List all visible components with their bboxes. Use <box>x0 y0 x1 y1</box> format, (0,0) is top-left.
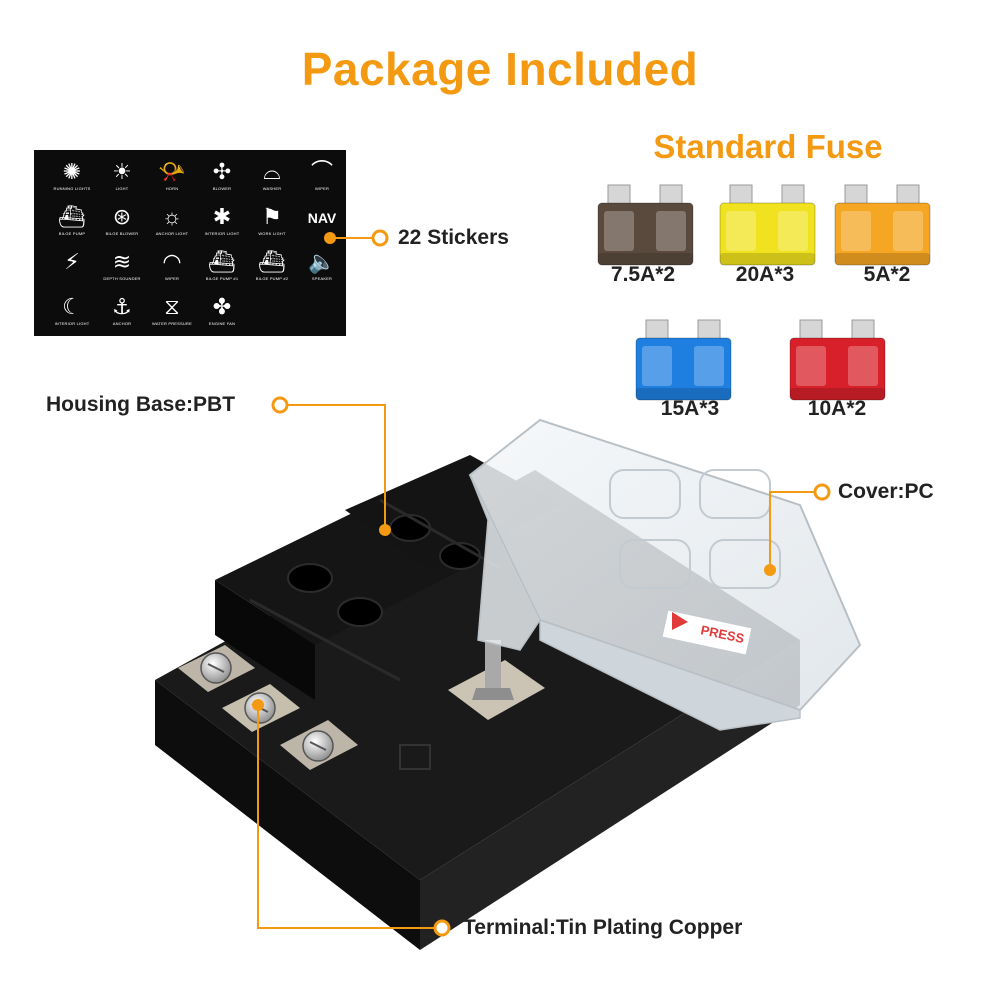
bilge-pump-1-icon: ⛴ <box>208 249 236 274</box>
light-icon: ☀ <box>112 159 132 184</box>
sticker-caption: WASHER <box>262 186 282 191</box>
sticker-bilge-pump-icon: ⛴ BILGE PUMP <box>46 204 98 237</box>
sticker-work-light-icon: ⚑ WORK LIGHT <box>246 204 298 237</box>
bilge-blower-icon: ⊛ <box>112 204 132 229</box>
sticker-caption: INTERIOR LIGHT <box>54 321 90 326</box>
sticker-water-pressure-icon: ⧖ WATER PRESSURE <box>146 294 198 327</box>
sticker-caption: BLOWER <box>212 186 232 191</box>
work-light-icon: ⚑ <box>262 204 282 229</box>
sticker-wiper-icon: ◠ WIPER <box>146 249 198 282</box>
running-lights-icon: ✺ <box>62 159 82 184</box>
antenna-icon: ⚡ <box>64 249 80 274</box>
sticker-caption: ENGINE FAN <box>208 321 236 326</box>
sticker-nav-icon: NAV <box>296 205 348 231</box>
fuse-10a-icon <box>789 319 886 401</box>
fuse-15a-icon <box>635 319 732 401</box>
fuse-label-10a: 10A*2 <box>807 397 867 420</box>
sticker-interior-light-icon: ☾ INTERIOR LIGHT <box>46 294 98 327</box>
sticker-caption: INTERIOR LIGHT <box>204 231 240 236</box>
sticker-caption: HORN <box>165 186 179 191</box>
interior-light-icon: ✱ <box>212 204 232 229</box>
washer-icon: ⌓ <box>263 159 281 184</box>
interior-light-icon: ☾ <box>62 294 82 319</box>
bilge-pump-icon: ⛴ <box>58 204 86 229</box>
fuse-label-7-5a: 7.5A*2 <box>610 263 676 286</box>
sticker-bilge-pump-2-icon: ⛴ BILGE PUMP #2 <box>246 249 298 282</box>
sticker-caption: SPEAKER <box>311 276 333 281</box>
sticker-caption: WIPER <box>164 276 180 281</box>
sticker-caption: WATER PRESSURE <box>152 321 192 326</box>
fuse-5a-icon <box>834 184 931 266</box>
sticker-antenna-icon: ⚡ <box>46 250 98 276</box>
sticker-wiper-icon: ⌒ WIPER <box>296 159 348 192</box>
fuse-20a-icon <box>719 184 816 266</box>
bilge-pump-2-icon: ⛴ <box>258 249 286 274</box>
callout-housing-base: Housing Base:PBT <box>46 393 236 416</box>
nav-icon: NAV <box>307 210 337 226</box>
sticker-engine-fan-icon: ✤ ENGINE FAN <box>196 294 248 327</box>
sticker-horn-icon: 📯 HORN <box>146 159 198 192</box>
fuse-set <box>597 184 931 401</box>
sticker-caption: BILGE BLOWER <box>105 231 139 236</box>
sticker-caption: WIPER <box>314 186 330 191</box>
engine-fan-icon: ✤ <box>212 294 232 319</box>
sticker-caption: ANCHOR <box>112 321 132 326</box>
depth-sounder-icon: ≋ <box>112 249 132 274</box>
wiper-icon: ⌒ <box>310 159 333 184</box>
page-title: Package Included <box>301 43 699 95</box>
callout-cover: Cover:PC <box>838 480 934 503</box>
callout-dots <box>252 229 831 937</box>
sticker-interior-light-icon: ✱ INTERIOR LIGHT <box>196 204 248 237</box>
sticker-caption: BILGE PUMP #2 <box>255 276 289 281</box>
sticker-caption: BILGE PUMP <box>58 231 86 236</box>
sticker-sheet: ✺ RUNNING LIGHTS ☀ LIGHT 📯 HORN ✣ BLOWER ⌓ WASHER… <box>34 150 346 336</box>
fuse-label-15a: 15A*3 <box>660 397 720 420</box>
fuse-7-5a-icon <box>597 184 694 266</box>
blower-icon: ✣ <box>212 159 232 184</box>
sticker-depth-sounder-icon: ≋ DEPTH SOUNDER <box>96 249 148 282</box>
anchor-icon: ⚓ <box>112 294 132 319</box>
sticker-caption: LIGHT <box>115 186 129 191</box>
callout-terminal: Terminal:Tin Plating Copper <box>463 916 743 939</box>
standard-fuse-heading: Standard Fuse <box>653 128 883 165</box>
sticker-caption: WORK LIGHT <box>258 231 286 236</box>
anchor-light-icon: ☼ <box>161 204 183 229</box>
sticker-running-lights-icon: ✺ RUNNING LIGHTS <box>46 159 98 192</box>
sticker-light-icon: ☀ LIGHT <box>96 159 148 192</box>
callout-lines <box>257 237 820 929</box>
sticker-anchor-light-icon: ☼ ANCHOR LIGHT <box>146 204 198 237</box>
sticker-anchor-icon: ⚓ ANCHOR <box>96 294 148 327</box>
sticker-washer-icon: ⌓ WASHER <box>246 159 298 192</box>
water-pressure-icon: ⧖ <box>164 294 180 319</box>
sticker-speaker-icon: 🔈 SPEAKER <box>296 249 348 282</box>
sticker-caption: DEPTH SOUNDER <box>103 276 141 281</box>
callout-stickers: 22 Stickers <box>398 226 509 249</box>
wiper-icon: ◠ <box>162 249 182 274</box>
sticker-bilge-pump-1-icon: ⛴ BILGE PUMP #1 <box>196 249 248 282</box>
fuse-label-5a: 5A*2 <box>863 263 911 286</box>
sticker-blower-icon: ✣ BLOWER <box>196 159 248 192</box>
horn-icon: 📯 <box>158 159 186 184</box>
fuse-label-20a: 20A*3 <box>735 263 795 286</box>
sticker-caption: ANCHOR LIGHT <box>155 231 189 236</box>
speaker-icon: 🔈 <box>308 249 336 274</box>
sticker-caption: BILGE PUMP #1 <box>205 276 239 281</box>
sticker-caption: RUNNING LIGHTS <box>53 186 91 191</box>
sticker-bilge-blower-icon: ⊛ BILGE BLOWER <box>96 204 148 237</box>
